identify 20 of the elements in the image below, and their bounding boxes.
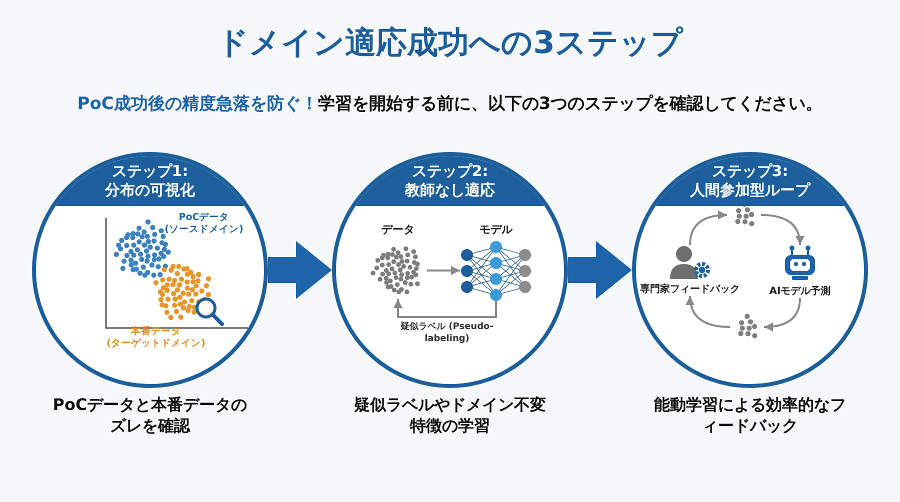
arrow <box>764 298 801 332</box>
title: ドメイン適応成功への3ステップ <box>216 24 684 63</box>
node-label: 専門家フィードバック <box>640 282 740 296</box>
node-label: モデル <box>478 222 514 237</box>
step-caption: PoCデータと本番データのズレを確認 <box>52 394 248 436</box>
subtitle-text: 学習を開始する前に、以下の3つのステップを確認してください。 <box>318 94 823 114</box>
step-caption: 疑似ラベルやドメイン不変特徴の学習 <box>353 394 547 436</box>
arrow <box>686 296 730 328</box>
step-caption: 能動学習による効率的なフィードバック <box>653 394 847 436</box>
arrow <box>427 266 460 275</box>
block-arrow <box>568 241 632 299</box>
node-label: データ <box>380 222 416 237</box>
subtitle-text: PoC成功後の精度急落を防ぐ！ <box>77 94 318 114</box>
arrow <box>689 210 728 246</box>
plot-label: 本番データ (ターゲットドメイン) <box>106 326 206 350</box>
node-label: AIモデル予測 <box>768 284 832 298</box>
plot-label: PoCデータ (ソースドメイン) <box>164 212 244 236</box>
arrow <box>760 214 804 246</box>
block-arrow <box>268 241 332 299</box>
arrow <box>394 299 497 318</box>
